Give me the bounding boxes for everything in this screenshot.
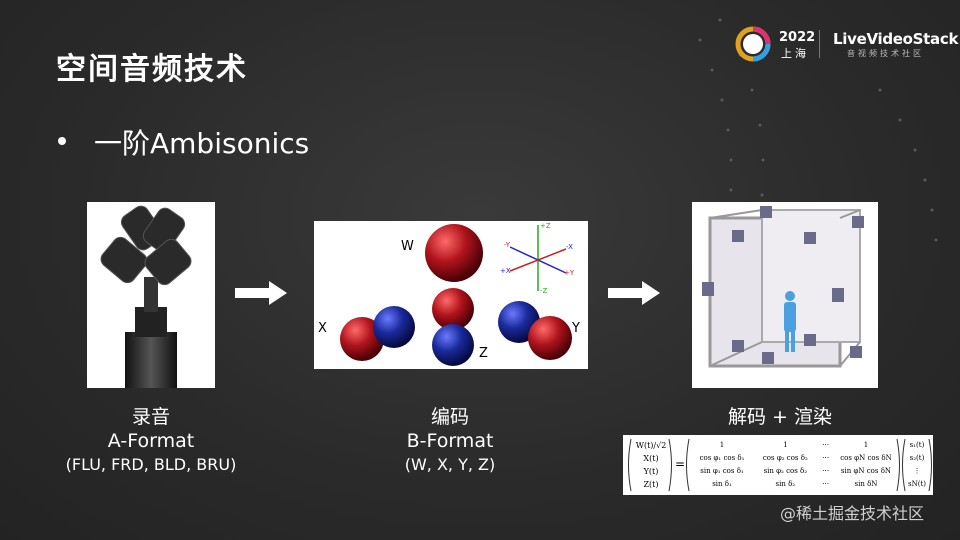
matrix-cell: cos φN cos δN — [840, 454, 892, 462]
matrix-cell: 1 — [719, 441, 725, 449]
formula-rhs: s₁(t) s₂(t) ⋮ sN(t) — [905, 439, 929, 491]
step-title: 编码 — [430, 406, 469, 428]
matrix-cell: sin δ₂ — [775, 480, 796, 488]
rhs-dots: ⋮ — [913, 467, 921, 475]
lhs-y: Y(t) — [643, 467, 659, 476]
rhs-sn: sN(t) — [908, 480, 926, 488]
matrix-row: sin δ₁ sin δ₂ ⋯ sin δN — [691, 478, 897, 491]
axis-pz: +Z — [540, 222, 551, 230]
matrix-cell: ⋯ — [822, 441, 830, 449]
y-label: Y — [572, 321, 580, 336]
step-title: 录音 — [131, 406, 170, 428]
axis-nx: -X — [566, 243, 573, 251]
rhs-s2: s₂(t) — [909, 454, 925, 462]
logo-year: 2022 — [779, 30, 816, 45]
matrix-cell: sin δ₁ — [712, 480, 732, 488]
logo-brand-sub: 音视频技术社区 — [847, 49, 924, 58]
logo-city: 上海 — [781, 47, 809, 60]
formula-lhs: W(t)/√2 X(t) Y(t) Z(t) — [633, 439, 669, 491]
w-sphere — [425, 224, 483, 282]
axis-px: +X — [500, 267, 511, 275]
matrix-cell: sin φ₁ cos δ₁ — [700, 467, 744, 475]
matrix-cell: ⋯ — [822, 467, 830, 475]
matrix-cell: ⋯ — [822, 454, 830, 462]
z-label: Z — [479, 346, 488, 361]
step-channels: (FLU, FRD, BLD, BRU) — [65, 455, 237, 474]
bullet-text: 一阶Ambisonics — [94, 127, 310, 160]
flow-arrow-icon — [608, 281, 660, 305]
axis-nz: -Z — [540, 287, 548, 295]
ambisonic-microphone-icon — [100, 205, 192, 388]
bformat-sphere-diagram — [340, 224, 572, 366]
axis-py: +Y — [564, 269, 575, 277]
matrix-row: sin φ₁ cos δ₁ sin φ₂ cos δ₂ ⋯ sin φN cos… — [691, 465, 897, 478]
lhs-z: Z(t) — [643, 480, 659, 489]
lhs-x: X(t) — [643, 454, 659, 463]
step-format: B-Format — [406, 430, 494, 452]
matrix-cell: sin δN — [854, 480, 878, 488]
bullet-item: 一阶Ambisonics — [58, 122, 309, 162]
bformat-image: W X Y Z +Z -Z +X -X +Y -Y — [314, 221, 588, 369]
matrix-row: 1 1 ⋯ 1 — [691, 439, 897, 452]
matrix-cell: sin φN cos δN — [840, 467, 892, 475]
step-title: 解码 + 渲染 — [728, 406, 832, 428]
step-format: A-Format — [107, 430, 195, 452]
logo-brand: LiveVideoStack — [833, 30, 959, 48]
matrix-cell: cos φ₂ cos δ₂ — [762, 454, 808, 462]
step-caption-recording: 录音 A-Format (FLU, FRD, BLD, BRU) — [40, 405, 262, 477]
formula-matrix: 1 1 ⋯ 1 cos φ₁ cos δ₁ cos φ₂ cos δ₂ ⋯ co… — [691, 439, 897, 491]
rhs-s1: s₁(t) — [909, 441, 925, 449]
matrix-cell: cos φ₁ cos δ₁ — [699, 454, 745, 462]
matrix-brackets — [628, 438, 932, 492]
x-label: X — [318, 321, 327, 336]
axis-ny: -Y — [504, 241, 510, 249]
event-logo: 2022 上海 LiveVideoStack 音视频技术社区 — [735, 26, 958, 62]
w-label: W — [401, 239, 414, 254]
step-channels: (W, X, Y, Z) — [404, 455, 496, 474]
matrix-cell: 1 — [863, 441, 869, 449]
step-caption-decoding: 解码 + 渲染 — [690, 405, 870, 429]
slide-title: 空间音频技术 — [56, 52, 248, 87]
matrix-row: cos φ₁ cos δ₁ cos φ₂ cos δ₂ ⋯ cos φN cos… — [691, 452, 897, 465]
matrix-cell: sin φ₂ cos δ₂ — [763, 467, 808, 475]
matrix-cell: ⋯ — [822, 480, 830, 488]
logo-separator — [819, 30, 820, 58]
lhs-w: W(t)/√2 — [635, 441, 667, 450]
livevideotech-ring-icon — [735, 26, 771, 62]
bullet-dot — [58, 137, 66, 145]
speaker-array-room-icon — [702, 206, 864, 368]
equals-sign: = — [675, 457, 686, 471]
watermark: @稀土掘金技术社区 — [780, 504, 925, 523]
ambisonic-encoding-formula: W(t)/√2 X(t) Y(t) Z(t) = 1 1 ⋯ 1 cos φ₁ … — [623, 435, 933, 495]
step-caption-encoding: 编码 B-Format (W, X, Y, Z) — [360, 405, 540, 477]
microphone-image — [87, 202, 215, 388]
speaker-room-image — [692, 202, 878, 388]
matrix-cell: 1 — [783, 441, 788, 449]
flow-arrow-icon — [235, 281, 287, 305]
